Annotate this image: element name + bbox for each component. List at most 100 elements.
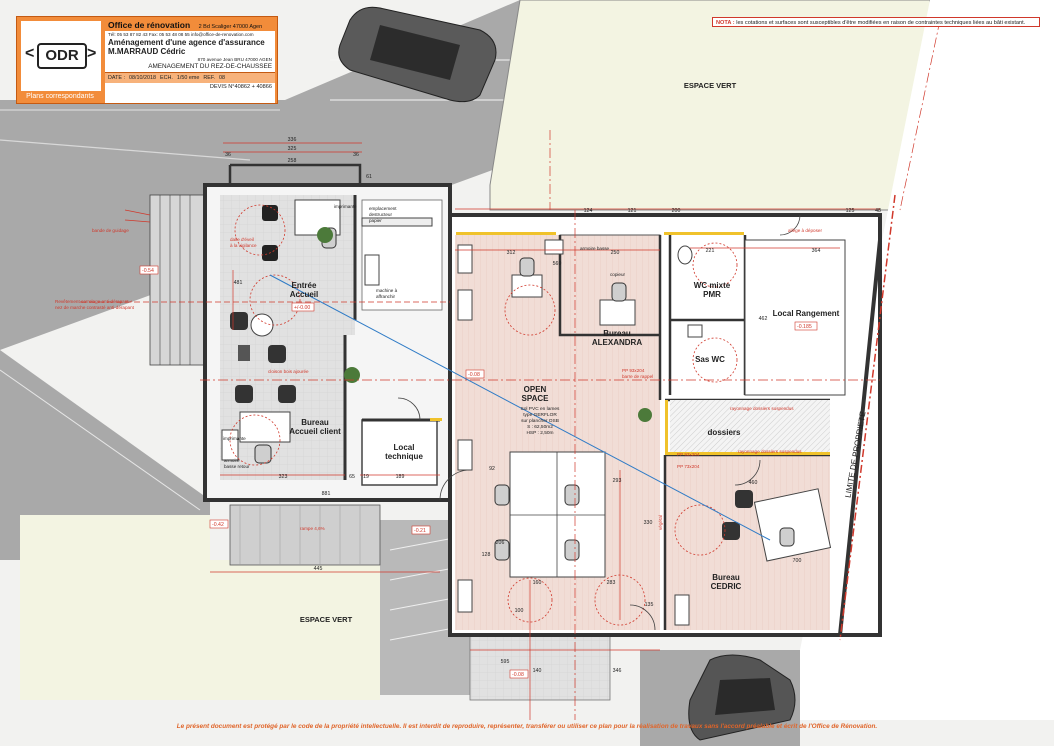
chevron-left-icon: < xyxy=(25,45,35,62)
dim-325: 325 xyxy=(288,146,297,152)
dim-445: 445 xyxy=(314,566,323,572)
project-title: Aménagement d'une agence d'assurance xyxy=(108,38,265,47)
cedric-desk xyxy=(722,488,832,562)
label-bureau-alexandra-1: Bureau xyxy=(603,329,631,338)
level-m008a: -0.08 xyxy=(468,372,480,378)
annot-machine-2: affranchir xyxy=(376,294,396,299)
copyright-footer: Le présent document est protégé par le c… xyxy=(176,723,878,730)
label-bureau-alexandra-2: ALEXANDRA xyxy=(592,338,642,347)
plant-3 xyxy=(638,408,652,422)
odr-logo: < ODR > xyxy=(21,21,101,91)
dimension-lines xyxy=(80,19,941,720)
level-m054: -0.54 xyxy=(142,268,154,274)
label-bureau-cedric-1: Bureau xyxy=(712,573,740,582)
annot-allege: allège à déposer xyxy=(788,228,822,233)
label-bureau-accueil-1: Bureau xyxy=(301,418,329,427)
note-line-5: HSP : 2,50m xyxy=(526,430,553,436)
annot-armoire-basse: armoire basse xyxy=(580,246,610,251)
label-wc-1: WC mixte xyxy=(694,281,731,290)
annot-pp-1: PP 93x204 xyxy=(622,368,645,373)
plant-2 xyxy=(344,367,360,383)
label-espace-vert-top: ESPACE VERT xyxy=(684,81,737,90)
note-line-4: S : 62,50m2 xyxy=(527,424,553,430)
dim-481: 481 xyxy=(234,280,243,286)
meta-row: DATE : 08/10/2018 ECH. 1/50 eme REF. 08 xyxy=(105,72,275,83)
ref-label: REF. xyxy=(203,75,216,81)
level-m021: -0.21 xyxy=(414,528,426,534)
espace-vert-top-area xyxy=(489,0,931,211)
car-bottom xyxy=(688,654,796,741)
label-dossiers: dossiers xyxy=(708,428,741,437)
road-left xyxy=(0,350,210,560)
dim-312: 312 xyxy=(507,250,516,256)
note-line-3: sur plancher OSB xyxy=(521,418,559,424)
level-p0: +/-0.00 xyxy=(294,305,310,311)
label-bureau-cedric-2: CEDRIC xyxy=(711,582,742,591)
dim-881: 881 xyxy=(322,491,331,497)
open-space-notes: Sol PVC en lames type GERFLOR sur planch… xyxy=(521,406,561,436)
annot-cloison: cloison bois ajourée xyxy=(268,369,309,374)
annot-emplacement-1: emplacement xyxy=(369,206,397,211)
chevron-right-icon: > xyxy=(87,45,97,62)
pmr-circles xyxy=(229,204,726,626)
dim-160: 160 xyxy=(533,580,542,586)
client-name: M.MARRAUD Cédric xyxy=(108,47,186,56)
car-top xyxy=(338,6,497,103)
date-value: 08/10/2018 xyxy=(128,75,156,81)
annot-emplacement-3: papier xyxy=(369,218,382,223)
dim-100: 100 xyxy=(515,608,524,614)
label-entree: Entrée xyxy=(292,281,317,290)
dim-250: 250 xyxy=(611,250,620,256)
dim-140: 140 xyxy=(533,668,542,674)
date-label: DATE : xyxy=(108,75,125,81)
label-espace-vert-bottom: ESPACE VERT xyxy=(300,615,353,624)
section-line xyxy=(269,274,771,541)
annot-copieur: copieur xyxy=(610,272,626,277)
plan-subject: AMENAGEMENT DU REZ-DE-CHAUSSEE xyxy=(148,63,272,70)
scale-value: 1/50 eme xyxy=(176,75,200,81)
annot-armoire-1: armoire xyxy=(224,458,240,463)
dimension-labels: 336 325 36 36 258 61 481 323 65 19 189 8… xyxy=(225,137,881,674)
level-m008b: -0.08 xyxy=(512,672,524,678)
plant-1 xyxy=(317,227,333,243)
title-info: Office de rénovation 2 Bd Scaliger 47000… xyxy=(105,19,275,103)
dim-462: 462 xyxy=(759,316,768,322)
property-limit-line xyxy=(839,194,896,641)
annotations: bande de guidage Revêtement carrelage an… xyxy=(55,228,822,531)
label-local-technique-1: Local xyxy=(394,443,415,452)
label-bureau-accueil-2: Accueil client xyxy=(289,427,341,436)
quote-number: DEVIS N°40862 + 40866 xyxy=(209,84,272,90)
note-text: les cotations et surfaces sont susceptib… xyxy=(736,20,1026,26)
dim-92: 92 xyxy=(489,466,495,472)
annot-rayonnage-2: rayonnage dossiers suspendus xyxy=(738,449,802,454)
annot-barre-1: barre de rappel xyxy=(622,374,653,379)
annot-revetement-1: Revêtement carrelage anti-dérapant + xyxy=(55,299,133,304)
dim-36b: 36 xyxy=(353,152,359,158)
dim-124: 124 xyxy=(584,208,593,214)
wc-fixtures xyxy=(677,242,738,383)
dim-61: 61 xyxy=(366,174,372,180)
dim-336: 336 xyxy=(288,137,297,143)
annot-emplacement-2: destructeur xyxy=(369,212,392,217)
dim-121: 121 xyxy=(628,208,637,214)
dim-460: 460 xyxy=(749,480,758,486)
dim-200: 200 xyxy=(672,208,681,214)
open-space-desks xyxy=(494,451,606,578)
dim-48: 48 xyxy=(875,208,881,214)
dim-221: 221 xyxy=(706,248,715,254)
label-accueil: Accueil xyxy=(290,290,318,299)
annot-machine-1: machine à xyxy=(376,288,398,293)
dim-125: 125 xyxy=(846,208,855,214)
annot-revetement-2: nez de marche contrasté anti-dérapant xyxy=(55,305,135,310)
title-block: < ODR > Office de rénovation 2 Bd Scalig… xyxy=(16,16,278,104)
ref-value: 08 xyxy=(219,75,226,81)
dim-293: 293 xyxy=(613,478,622,484)
dim-700: 700 xyxy=(793,558,802,564)
label-wc-2: PMR xyxy=(703,290,721,299)
note-line-2: type GERFLOR xyxy=(523,412,557,418)
annot-imprimante-1: imprimante xyxy=(334,204,357,209)
level-m042: -0.42 xyxy=(212,522,224,528)
dim-330: 330 xyxy=(644,520,653,526)
dim-569: 569 xyxy=(553,261,562,267)
road-area xyxy=(0,0,520,350)
